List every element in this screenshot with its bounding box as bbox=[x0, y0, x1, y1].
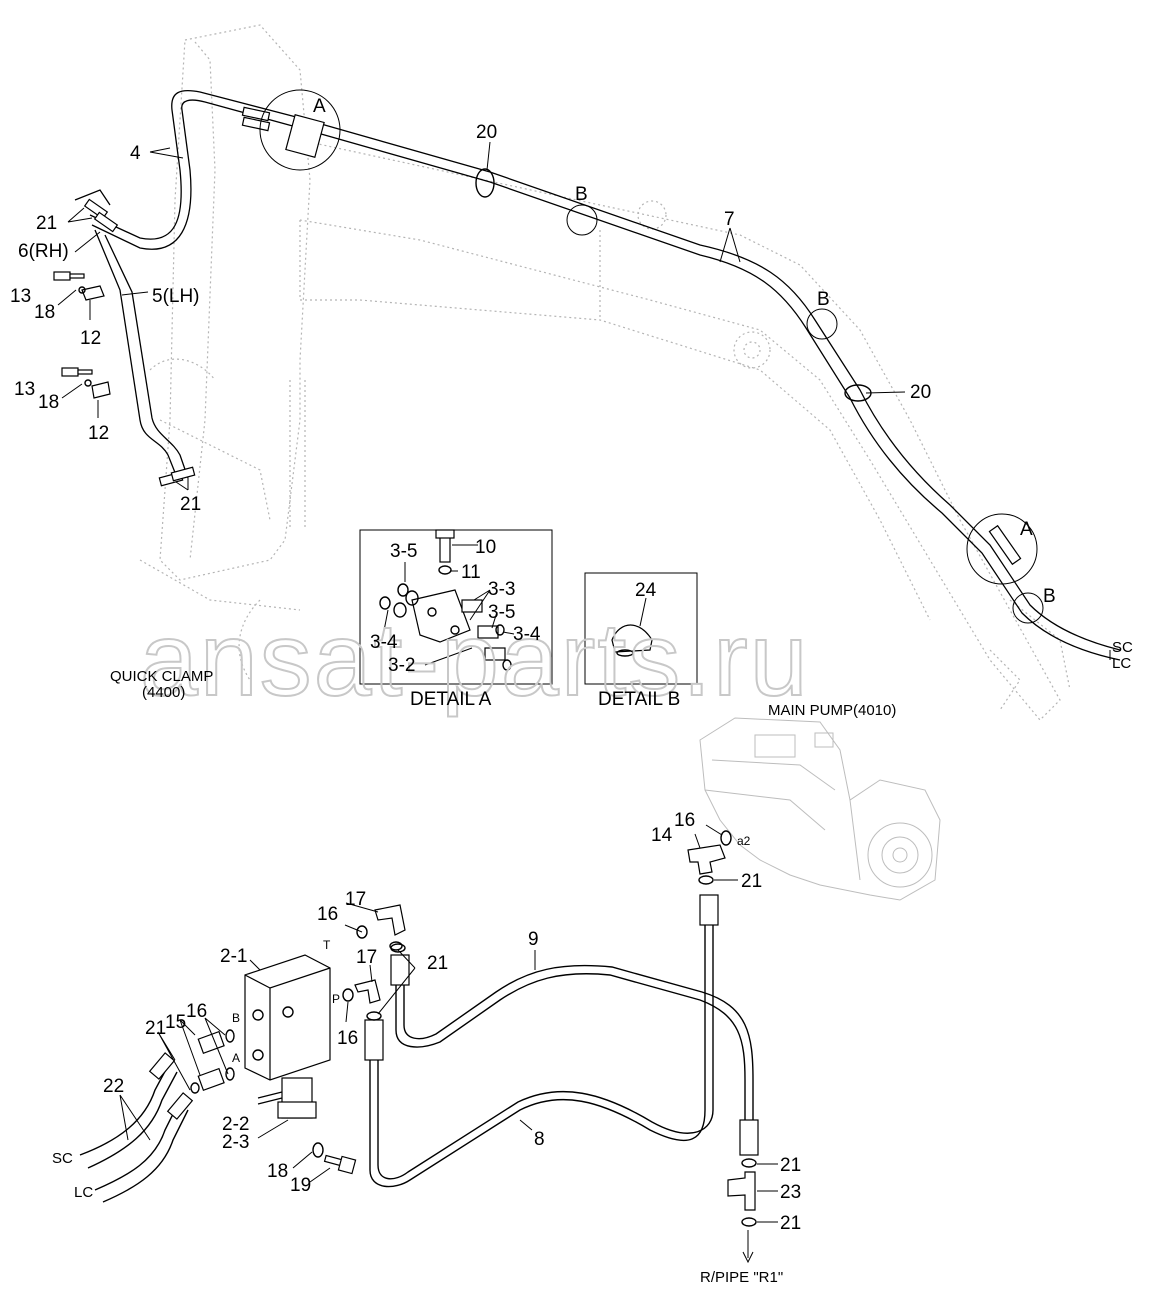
callout-10: 10 bbox=[475, 537, 496, 558]
callout-21-pump: 21 bbox=[741, 871, 762, 892]
callout-16-p: 16 bbox=[337, 1028, 358, 1049]
callout-23: 23 bbox=[780, 1182, 801, 1203]
callout-22: 22 bbox=[103, 1076, 124, 1097]
callout-14: 14 bbox=[651, 825, 673, 846]
callout-a-right: A bbox=[1020, 519, 1033, 540]
callout-21-b: 21 bbox=[145, 1018, 166, 1039]
callout-a-top: A bbox=[313, 96, 326, 117]
detail-b-box bbox=[584, 572, 698, 685]
callout-2-3: 2-3 bbox=[222, 1132, 249, 1153]
pump-fittings bbox=[687, 824, 738, 885]
callout-20-right: 20 bbox=[910, 382, 931, 403]
leader-lines bbox=[57, 141, 1111, 660]
callout-3-3: 3-3 bbox=[488, 579, 515, 600]
label-return-pipe: R/PIPE "R1" bbox=[700, 1269, 783, 1286]
detail-b-title: DETAIL B bbox=[598, 689, 680, 710]
callout-16-b: 16 bbox=[186, 1001, 207, 1022]
label-port-t: T bbox=[323, 938, 331, 952]
callout-18-a: 18 bbox=[34, 302, 55, 323]
label-main-pump: MAIN PUMP(4010) bbox=[768, 702, 896, 719]
callout-3-4-b: 3-4 bbox=[513, 624, 541, 645]
arm-pipes bbox=[74, 189, 189, 481]
label-sc-bottom: SC bbox=[52, 1150, 73, 1167]
detail-circles bbox=[259, 89, 1044, 624]
label-port-p: P bbox=[332, 992, 340, 1006]
callout-3-5-b: 3-5 bbox=[488, 602, 515, 623]
callout-15: 15 bbox=[165, 1012, 186, 1033]
callout-2-1: 2-1 bbox=[220, 946, 247, 967]
callout-16-pump: 16 bbox=[674, 810, 695, 831]
label-quick-clamp: QUICK CLAMP bbox=[110, 668, 213, 685]
valve-block bbox=[79, 902, 416, 1203]
callout-b-boom-1: B bbox=[575, 184, 588, 205]
callout-b-boom-2: B bbox=[817, 289, 830, 310]
callout-12-b: 12 bbox=[88, 423, 109, 444]
callout-2-2: 2-2 bbox=[222, 1114, 249, 1135]
callout-9: 9 bbox=[528, 929, 539, 950]
pipe-fittings bbox=[53, 106, 1022, 566]
callout-21-tee-1: 21 bbox=[780, 1155, 801, 1176]
detail-a-title: DETAIL A bbox=[410, 689, 492, 710]
callout-12-a: 12 bbox=[80, 328, 101, 349]
callout-3-4-a: 3-4 bbox=[370, 632, 398, 653]
callout-17-mid: 17 bbox=[356, 947, 377, 968]
callout-3-5-a: 3-5 bbox=[390, 541, 417, 562]
callout-21-valve: 21 bbox=[427, 953, 448, 974]
callout-18-bottom: 18 bbox=[267, 1161, 288, 1182]
boom-pipes bbox=[89, 89, 1121, 661]
watermark: ansat-parts.ru bbox=[140, 602, 810, 718]
callout-3-2: 3-2 bbox=[388, 655, 415, 676]
callout-17-top: 17 bbox=[345, 889, 366, 910]
callout-18-b: 18 bbox=[38, 392, 59, 413]
callout-21-left: 21 bbox=[36, 213, 57, 234]
callout-19: 19 bbox=[290, 1175, 311, 1196]
callout-13-b: 13 bbox=[14, 379, 35, 400]
callout-6-rh: 6(RH) bbox=[18, 241, 69, 262]
callout-11: 11 bbox=[461, 562, 481, 583]
label-sc-right: SC bbox=[1112, 639, 1133, 656]
main-pump-outline bbox=[699, 717, 941, 901]
callout-21-mid: 21 bbox=[180, 494, 201, 515]
label-port-a: A bbox=[232, 1051, 240, 1065]
callout-8: 8 bbox=[534, 1129, 545, 1150]
callout-21-tee-2: 21 bbox=[780, 1213, 801, 1234]
callout-16-t: 16 bbox=[317, 904, 338, 925]
callout-5-lh: 5(LH) bbox=[152, 286, 200, 307]
hoses bbox=[364, 894, 778, 1264]
callout-4: 4 bbox=[130, 143, 141, 164]
callout-7: 7 bbox=[724, 209, 735, 230]
label-quick-clamp-code: (4400) bbox=[142, 684, 185, 701]
label-a2: a2 bbox=[737, 834, 751, 848]
callout-13-a: 13 bbox=[10, 286, 31, 307]
callout-24: 24 bbox=[635, 580, 657, 601]
callout-20-top: 20 bbox=[476, 122, 497, 143]
callout-b-right: B bbox=[1043, 586, 1056, 607]
label-port-b: B bbox=[232, 1011, 240, 1025]
label-lc-right: LC bbox=[1112, 655, 1131, 672]
label-lc-bottom: LC bbox=[74, 1184, 93, 1201]
detail-a-box bbox=[359, 529, 553, 685]
callout-labels: A A B B B 4 20 7 20 21 6(RH) 13 18 5(LH)… bbox=[10, 96, 1133, 1286]
